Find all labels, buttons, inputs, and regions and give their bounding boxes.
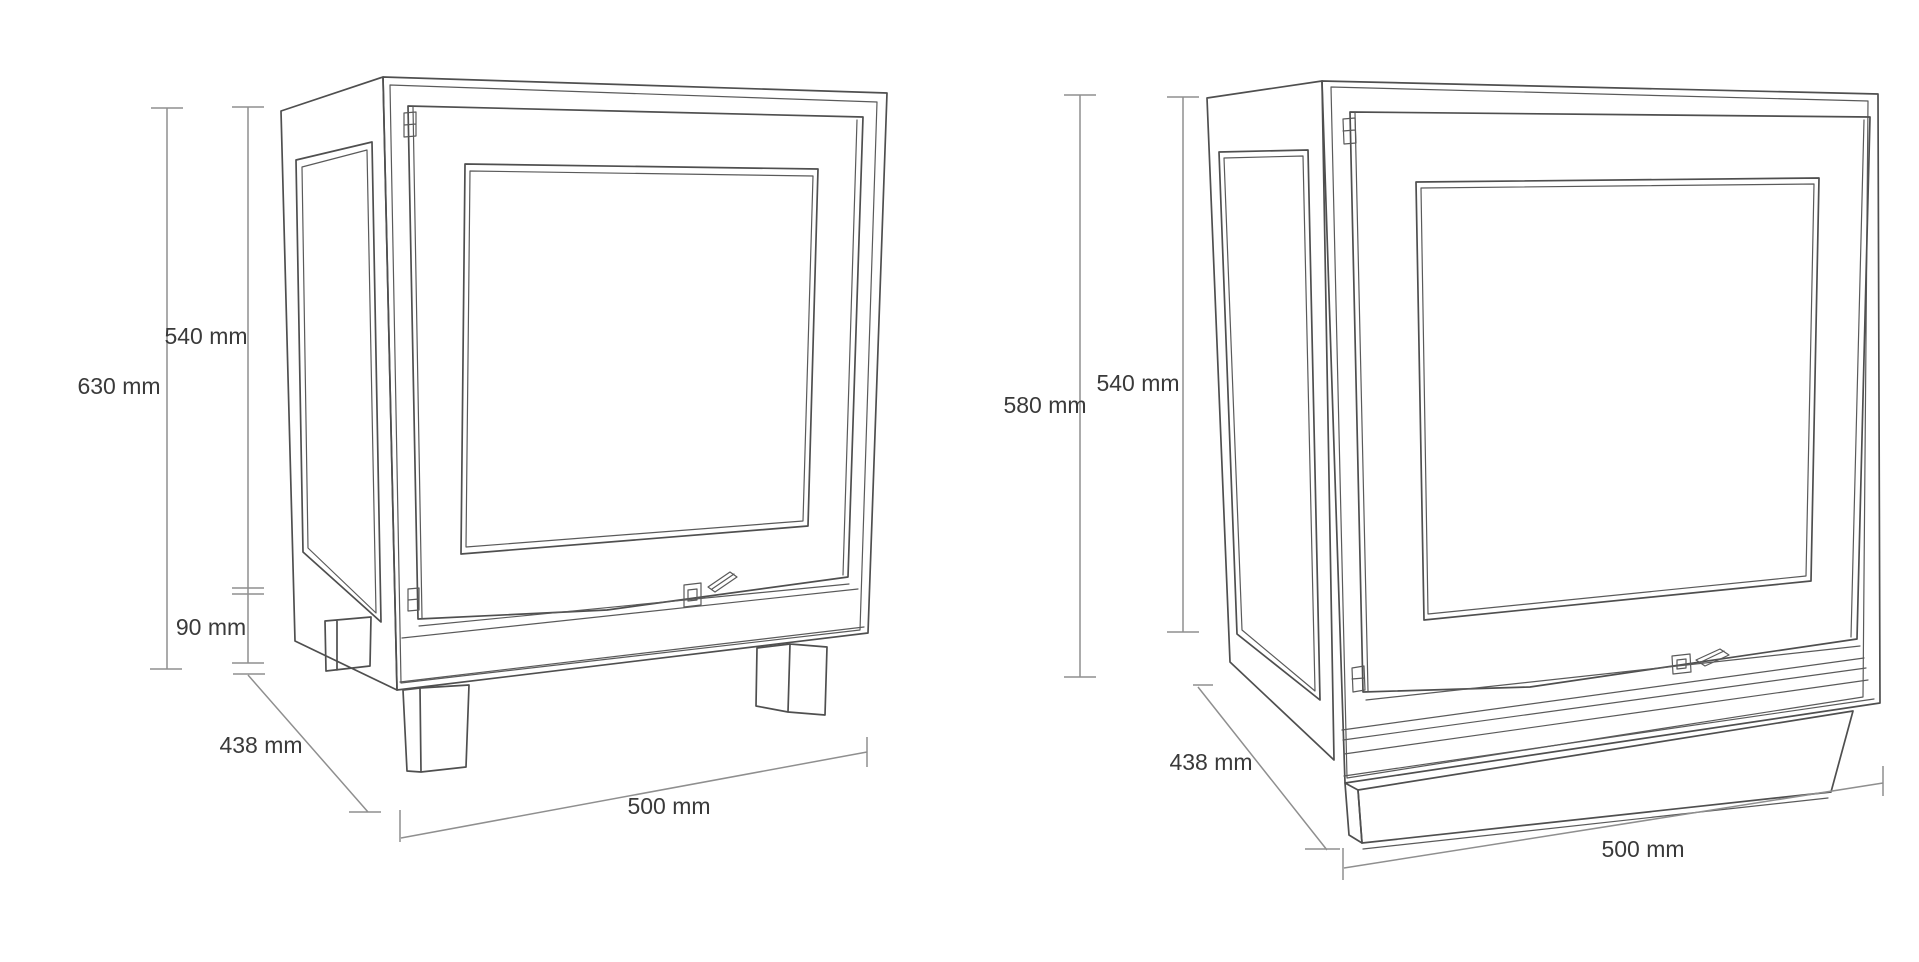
- left-cabinet-front-face: [382, 76, 888, 691]
- left-cabinet-door-panel: [460, 163, 819, 555]
- right-cabinet-door-panel: [1415, 177, 1820, 621]
- left-depth-dim-line: [247, 674, 381, 813]
- right-dimension-lines: [1064, 94, 1884, 880]
- right-cabinet-bottom-edge-inner: [1343, 698, 1875, 777]
- left-leg-height-label: 90 mm: [176, 614, 246, 640]
- right-cabinet-front-inner-border: [1330, 86, 1869, 779]
- left-cabinet-bottom-rail-line1: [418, 583, 850, 627]
- left-door-latch-key: [707, 571, 738, 593]
- right-cabinet-drawing: 580 mm 540 mm 438 mm 500 mm: [1003, 80, 1884, 880]
- right-width-label: 500 mm: [1601, 836, 1684, 862]
- left-cabinet-front-inner-border: [389, 84, 878, 684]
- right-cabinet-plinth-left-side: [1344, 782, 1363, 844]
- right-cabinet-door: [1349, 111, 1871, 693]
- left-cabinet-front-right-leg: [755, 643, 828, 716]
- left-body-height-label: 540 mm: [164, 323, 247, 349]
- right-depth-dim-line: [1193, 684, 1340, 851]
- right-cabinet-plinth-front: [1357, 710, 1854, 844]
- left-cabinet-door-left-edge-double: [412, 106, 423, 619]
- left-cabinet-art: [280, 76, 888, 773]
- left-door-latch: [683, 582, 702, 608]
- left-cabinet-side-recessed-panel-inner: [301, 149, 377, 614]
- left-width-label: 500 mm: [627, 793, 710, 819]
- right-body-height-label: 540 mm: [1096, 370, 1179, 396]
- left-depth-label: 438 mm: [219, 732, 302, 758]
- right-total-height-label: 580 mm: [1003, 392, 1086, 418]
- left-cabinet-front-left-leg: [402, 684, 470, 773]
- right-total-height-dim-line: [1064, 94, 1096, 678]
- left-dimension-lines: [150, 106, 868, 842]
- right-width-dim-line: [1342, 766, 1884, 880]
- left-cabinet-side-panel: [280, 76, 398, 691]
- left-door-hinge-top: [403, 111, 417, 138]
- left-door-hinge-bottom: [407, 587, 420, 612]
- right-cabinet-side-recessed-panel: [1218, 149, 1321, 701]
- right-cabinet-side-recessed-panel-inner: [1223, 155, 1316, 692]
- right-body-height-dim-line: [1167, 96, 1199, 633]
- right-dimension-labels: 580 mm 540 mm 438 mm 500 mm: [1003, 370, 1684, 862]
- right-cabinet-bottom-rail-line1: [1365, 645, 1861, 701]
- left-cabinet-drawing: 630 mm 540 mm 90 mm 438 mm 500 mm: [77, 76, 888, 842]
- left-cabinet-door-right-edge-double: [842, 119, 858, 576]
- right-cabinet-bottom-rail-line3: [1342, 667, 1867, 741]
- left-cabinet-door: [407, 105, 864, 620]
- right-cabinet-door-right-edge-double: [1850, 119, 1865, 638]
- right-cabinet-door-panel-inner: [1420, 183, 1815, 615]
- left-total-height-label: 630 mm: [77, 373, 160, 399]
- left-body-height-dim-line: [232, 106, 265, 675]
- right-cabinet-front-face: [1321, 80, 1881, 784]
- right-cabinet-art: [1206, 80, 1881, 850]
- left-cabinet-side-recessed-panel: [295, 141, 382, 623]
- left-cabinet-door-panel-inner: [465, 170, 814, 548]
- right-cabinet-side-panel: [1206, 80, 1335, 761]
- left-cabinet-bottom-edge-inner: [399, 626, 865, 683]
- right-cabinet-bottom-rail-line4: [1343, 679, 1869, 755]
- right-depth-label: 438 mm: [1169, 749, 1252, 775]
- left-cabinet-back-leg: [324, 616, 372, 672]
- right-cabinet-plinth-bottom-double: [1362, 797, 1829, 850]
- right-cabinet-bottom-rail-line2: [1341, 657, 1865, 731]
- left-width-dim-line: [399, 737, 868, 842]
- right-door-hinge-top: [1342, 117, 1357, 145]
- right-door-hinge-bottom: [1351, 665, 1366, 693]
- right-cabinet-door-left-edge-double: [1354, 112, 1369, 692]
- left-total-height-dim-line: [150, 107, 183, 670]
- left-dimension-labels: 630 mm 540 mm 90 mm 438 mm 500 mm: [77, 323, 710, 819]
- left-cabinet-bottom-rail-line2: [401, 588, 859, 639]
- right-door-latch-key: [1695, 648, 1730, 667]
